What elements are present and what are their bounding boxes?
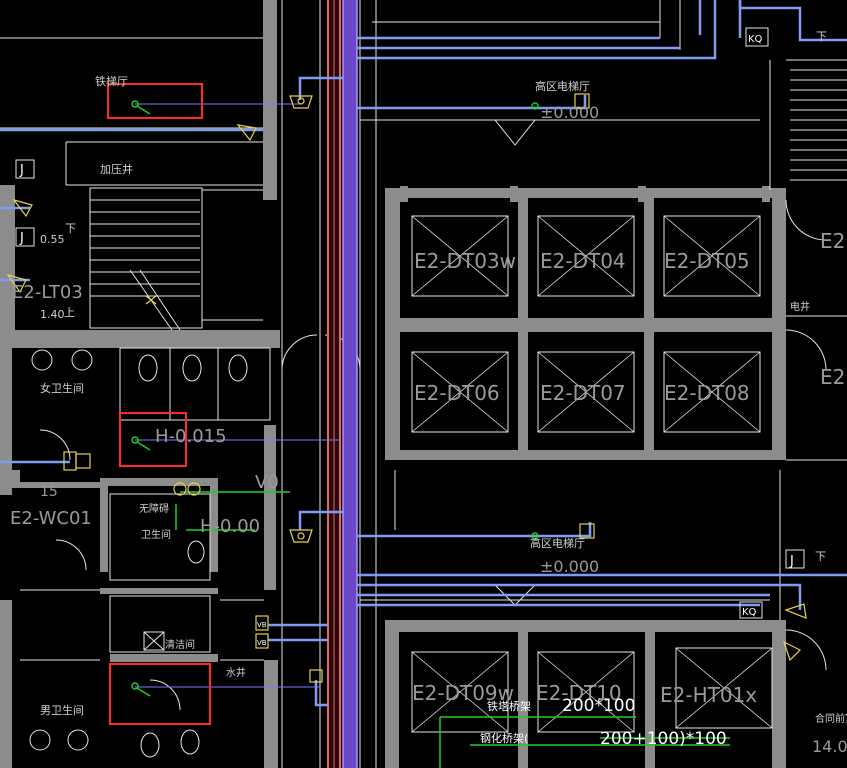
device-j-1: J: [19, 163, 24, 178]
room-men-restroom: 男卫生间: [40, 703, 84, 717]
code-right-mid: E2: [820, 365, 845, 389]
room-accessible-1: 无障碍: [139, 502, 169, 515]
room-high-hall-mid: 高区电梯厅: [530, 536, 585, 550]
tray-size-1: 200*100: [562, 696, 635, 716]
boxed-labels: [15, 27, 805, 619]
green-lines: [131, 100, 730, 768]
cables: [0, 0, 847, 707]
code-stair: E2-LT03: [12, 282, 83, 303]
tray-label-1: 铁塔桥架: [487, 700, 531, 713]
room-shaft-right: 电井: [790, 300, 810, 313]
hv-fragment: V0: [255, 472, 279, 493]
down-arrow-mid: 下: [815, 550, 826, 563]
code-dt07: E2-DT07: [540, 381, 626, 405]
elev-restroom-h2: H-0.00: [200, 516, 260, 537]
code-right-top: E2: [820, 229, 845, 253]
code-dt03: E2-DT03w: [414, 249, 516, 273]
device-vb-1: VB: [257, 621, 267, 629]
wc-number: 15: [40, 484, 58, 500]
cable-trays: [327, 0, 358, 768]
room-high-hall-top: 高区电梯厅: [535, 79, 590, 93]
code-dt06: E2-DT06: [414, 381, 500, 405]
code-dt09: E2-DT09w: [412, 681, 514, 705]
text-layer: 铁梯厅 加压井 女卫生间 无障碍 卫生间 清洁间 水井 男卫生间 高区电梯厅 高…: [10, 30, 847, 756]
walls: [0, 0, 786, 768]
elev-top-hall: ±0.000: [540, 103, 599, 122]
code-dt05: E2-DT05: [664, 249, 750, 273]
tray-size-2: 200+100)*100: [600, 729, 727, 749]
tray-label-2: 钢化桥架(: [480, 731, 528, 745]
stair-down: 下: [65, 222, 76, 235]
code-dt08: E2-DT08: [664, 381, 750, 405]
room-elevator-hall-left: 铁梯厅: [95, 75, 128, 88]
room-water-shaft: 水井: [226, 666, 246, 679]
device-j-2: J: [19, 231, 24, 246]
device-j-3: J: [789, 554, 794, 569]
down-arrow-top: 下: [816, 30, 827, 43]
room-cleaning: 清洁间: [165, 638, 195, 651]
room-women-restroom: 女卫生间: [40, 381, 84, 395]
code-wc: E2-WC01: [10, 508, 92, 529]
elev-restroom-h: H-0.015: [155, 426, 227, 447]
thin-lines: [135, 103, 340, 688]
room-pressure-shaft: 加压井: [100, 162, 133, 176]
room-accessible-2: 卫生间: [141, 528, 171, 541]
device-vb-2: VB: [257, 639, 267, 647]
code-dt04: E2-DT04: [540, 249, 626, 273]
elev-055: 0.55: [40, 233, 65, 246]
code-dt10: E2-DT10: [536, 681, 622, 705]
devices: [6, 93, 807, 683]
stair-up: 上: [64, 306, 75, 319]
elev-right-floor: 14.0: [812, 737, 847, 756]
device-kq-1: KQ: [748, 34, 763, 45]
device-kq-2: KQ: [742, 607, 757, 618]
code-ht01: E2-HT01x: [660, 683, 757, 707]
red-markers: [107, 83, 211, 725]
elev-mid-hall: ±0.000: [540, 557, 599, 576]
room-elevator-room: 合同前室: [815, 712, 847, 725]
elevator-shafts: [411, 215, 773, 733]
elev-140: 1.40: [40, 308, 65, 321]
